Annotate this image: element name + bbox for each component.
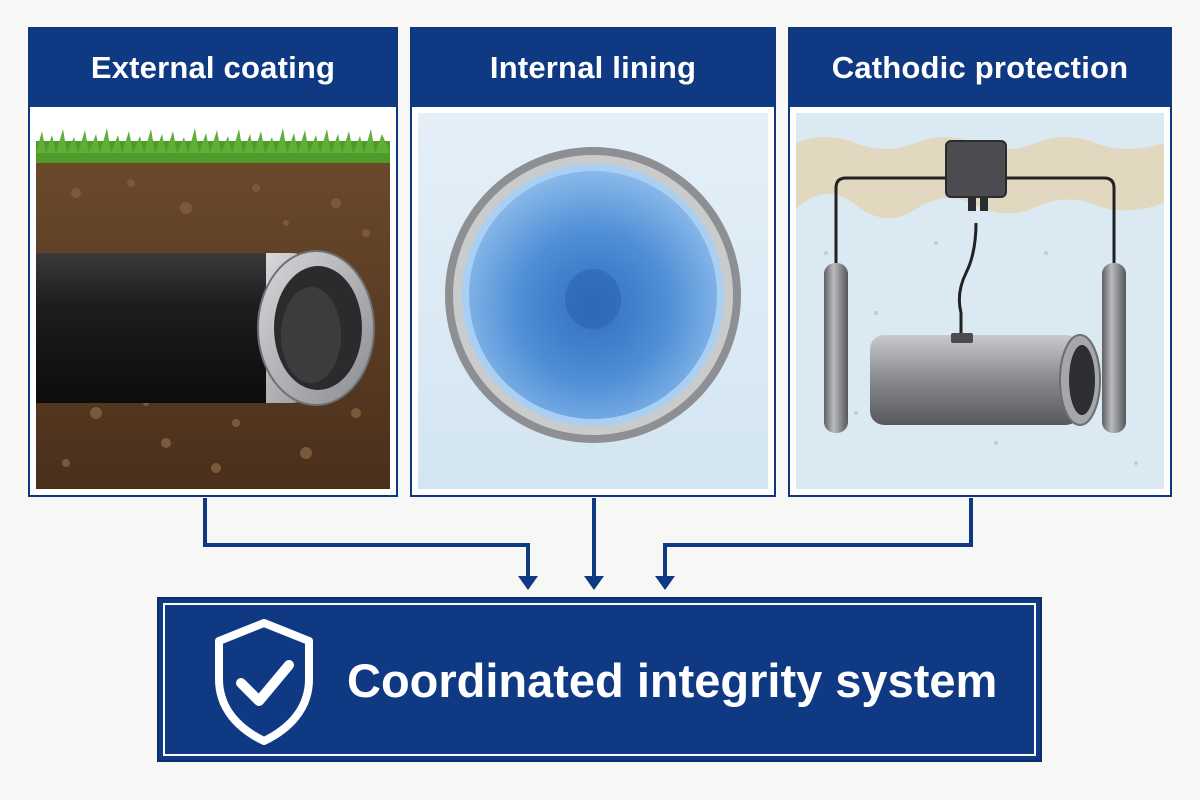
connector-cathodic-protection [663, 498, 973, 578]
coordinated-integrity-system-box: Coordinated integrity system [157, 597, 1042, 762]
arrowhead-right [655, 576, 675, 590]
lined-pipe-cross-section-illustration [418, 113, 768, 489]
external-coating-title: External coating [30, 29, 396, 107]
arrowhead-left [518, 576, 538, 590]
cathodic-protection-illustration [796, 113, 1164, 489]
cathodic-protection-panel: Cathodic protection [788, 27, 1172, 497]
external-coating-panel: External coating [28, 27, 398, 497]
connector-external-coating [203, 498, 530, 578]
coated-buried-pipe-illustration [36, 113, 390, 489]
result-title: Coordinated integrity system [347, 654, 998, 707]
internal-lining-panel: Internal lining [410, 27, 776, 497]
internal-lining-title: Internal lining [412, 29, 774, 107]
arrowhead-center [584, 576, 604, 590]
cathodic-protection-title: Cathodic protection [790, 29, 1170, 107]
shield-check-icon [215, 619, 313, 745]
